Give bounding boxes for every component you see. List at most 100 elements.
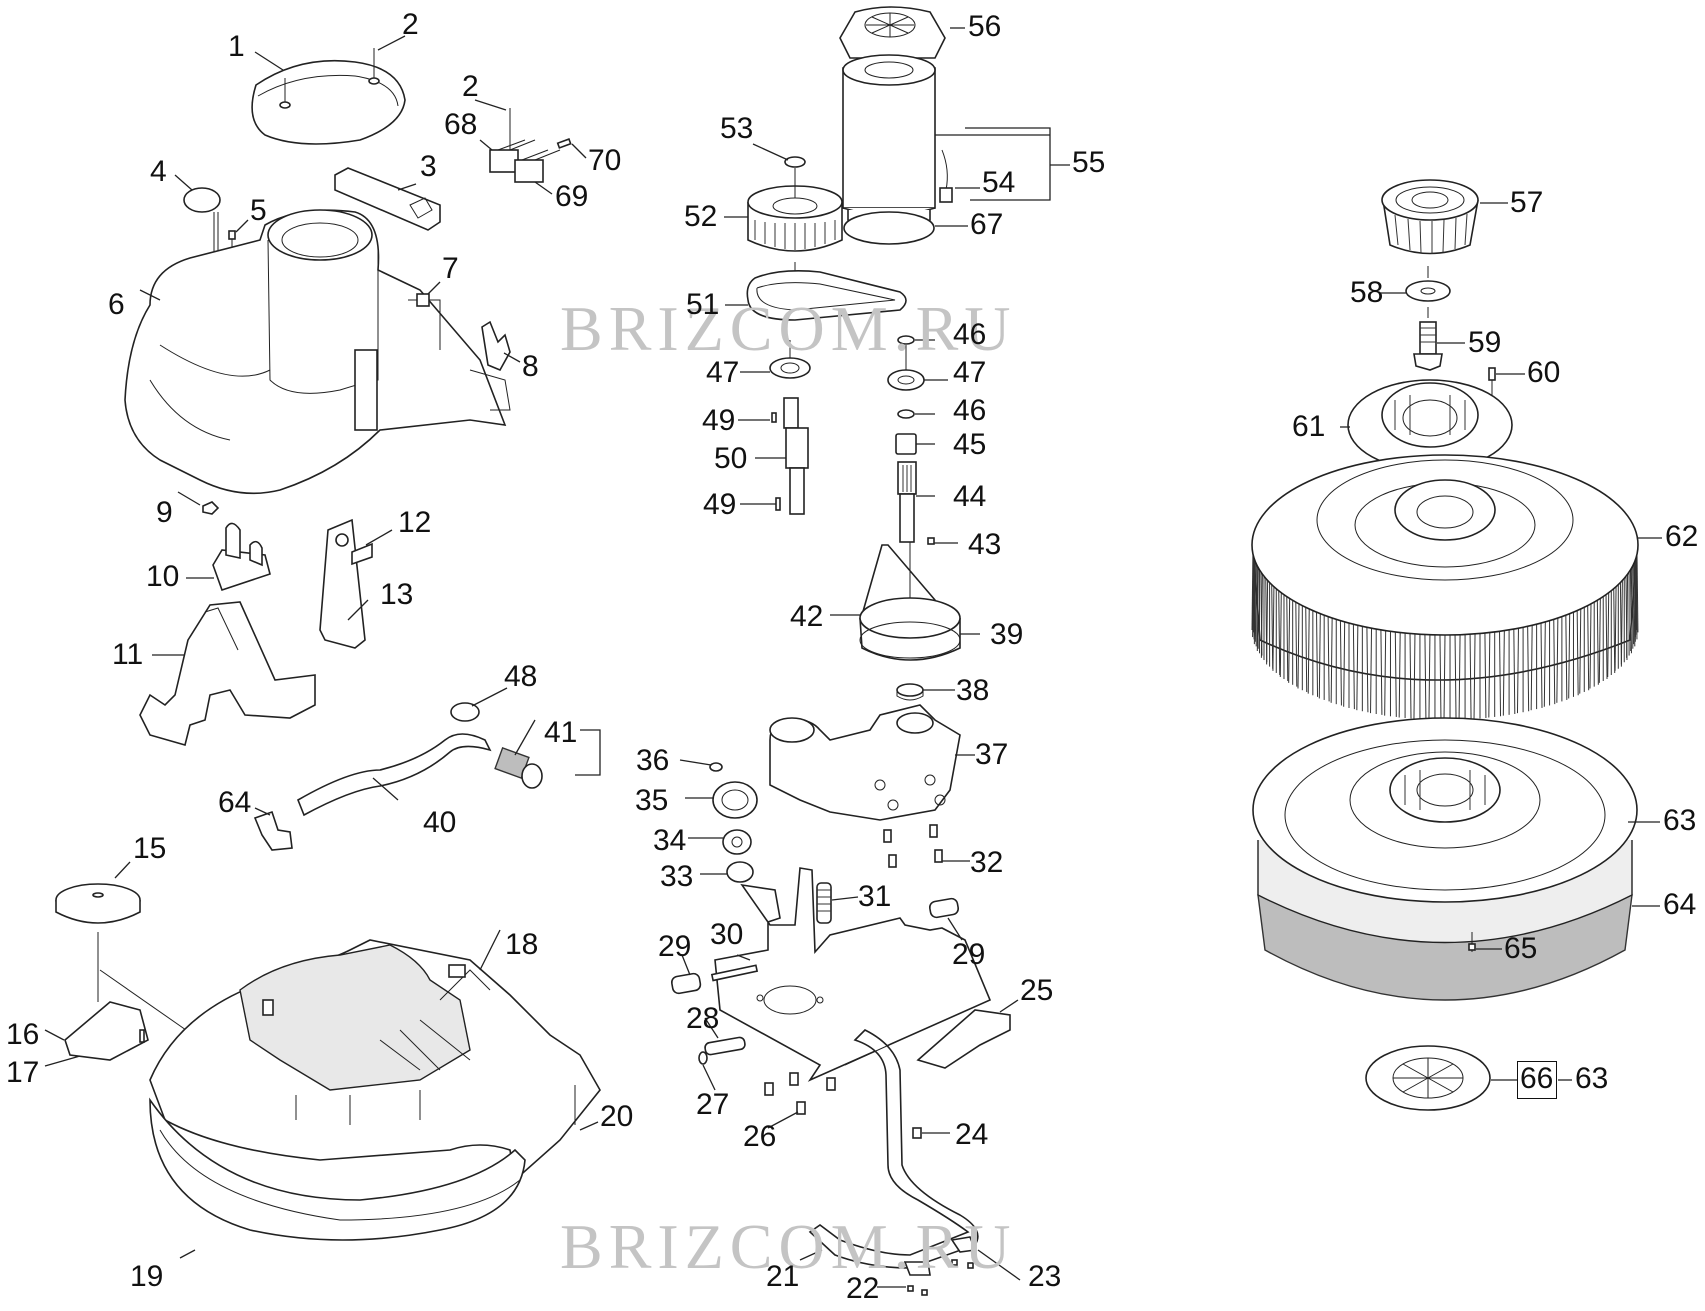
brush-bristle (1286, 595, 1289, 681)
brush-bristle (1439, 634, 1442, 720)
part-toothed-pulley (747, 185, 843, 252)
part-bearing-47b (887, 369, 925, 391)
callout-10: 10 (146, 560, 180, 593)
brush-bristle (1516, 628, 1519, 714)
part-screw-65 (1468, 932, 1476, 952)
part-gear-housing (769, 704, 961, 821)
part-bushing-29b (928, 897, 960, 919)
callout-16: 16 (6, 1018, 40, 1051)
callout-52: 52 (684, 200, 718, 233)
brush-bristle (1469, 634, 1472, 720)
callout-48: 48 (504, 660, 538, 693)
brush-bristle (1596, 599, 1599, 685)
part-brush-disc (1251, 454, 1639, 721)
callout-30: 30 (710, 918, 744, 951)
part-circlip-46b (897, 409, 915, 419)
part-spring-31 (816, 882, 832, 924)
callout-66: 66 (1520, 1062, 1554, 1095)
callout-25: 25 (1020, 974, 1054, 1007)
callout-1: 1 (228, 30, 245, 63)
brush-bristle (1454, 634, 1457, 720)
brush-bristle (1288, 597, 1291, 683)
callout-67: 67 (970, 208, 1004, 241)
part-weight-disc (55, 883, 187, 1031)
callout-33: 33 (660, 860, 694, 893)
brush-bristle (1527, 626, 1530, 712)
brush-bristle (1443, 634, 1446, 721)
part-base-housing (149, 939, 601, 1241)
callout-69: 69 (555, 180, 589, 213)
brush-bristle (1271, 583, 1274, 669)
callout-65: 65 (1504, 932, 1538, 965)
brush-bristle (1352, 624, 1355, 710)
part-pad-drive-board (1252, 717, 1638, 1001)
brush-bristle (1568, 613, 1571, 699)
part-motor (842, 54, 936, 227)
brush-bristle (1409, 633, 1412, 719)
brush-bristle (1598, 597, 1601, 683)
brush-bristle (1316, 611, 1319, 697)
brush-bristle (1607, 592, 1610, 678)
part-circlip-33 (726, 861, 754, 883)
part-toothed-belt (746, 270, 907, 321)
part-tube-frame (808, 1029, 979, 1269)
brush-bristle (1428, 634, 1431, 720)
callout-2: 2 (402, 8, 419, 41)
callout-37: 37 (975, 738, 1009, 771)
part-circlip-46a (897, 335, 915, 345)
part-switch-plate (64, 1001, 149, 1061)
callout-6: 6 (108, 288, 125, 321)
part-center-lock (1365, 1045, 1491, 1111)
brush-bristle (1614, 585, 1617, 671)
callout-62: 62 (1665, 520, 1699, 553)
callout-56: 56 (968, 10, 1002, 43)
part-drive-coupling (1381, 179, 1479, 255)
brush-bristle (1256, 566, 1259, 652)
part-hinge-bracket (212, 522, 271, 592)
brush-bristle (1630, 566, 1633, 652)
brush-bristle (1253, 559, 1256, 645)
brush-bristle (1502, 630, 1505, 716)
part-pin-28 (704, 1036, 746, 1056)
callout-53: 53 (720, 112, 754, 145)
brush-bristle (1260, 572, 1263, 658)
callout-64: 64 (1663, 888, 1697, 921)
part-screws-32 (883, 824, 943, 868)
part-bearing-35 (712, 781, 758, 819)
callout-61: 61 (1292, 410, 1326, 443)
part-switches (489, 108, 572, 183)
brush-bristle (1330, 617, 1333, 703)
callout-29: 29 (658, 930, 692, 963)
callout-68: 68 (444, 108, 478, 141)
callout-5: 5 (250, 194, 267, 227)
callout-70: 70 (588, 144, 622, 177)
brush-bristle (1424, 634, 1427, 720)
callout-63: 63 (1663, 804, 1697, 837)
callout-38: 38 (956, 674, 990, 707)
watermark-top: BRIZCOM.RU (560, 293, 1017, 364)
callout-40: 40 (423, 806, 457, 839)
part-housing (124, 209, 511, 495)
brush-bristle (1458, 634, 1461, 720)
brush-bristle (1633, 559, 1636, 645)
brush-bristle (1565, 614, 1568, 700)
callout-51: 51 (686, 288, 720, 321)
brush-bristle (1499, 631, 1502, 717)
brush-bristle (1394, 631, 1397, 717)
part-flange (1347, 379, 1513, 471)
callout-11: 11 (112, 638, 144, 671)
part-shaft-50 (783, 397, 809, 515)
brush-bristle (1488, 632, 1491, 718)
callout-28: 28 (686, 1002, 720, 1035)
brush-bristle (1553, 619, 1556, 705)
brush-bristle (1339, 620, 1342, 706)
brush-bristle (1356, 625, 1359, 711)
part-chassis-plate (714, 867, 992, 1082)
brush-bristle (1513, 629, 1516, 715)
part-retaining-ring-27 (698, 1051, 708, 1065)
brush-bristle (1556, 617, 1559, 703)
callout-19: 19 (130, 1260, 164, 1293)
brush-bristle (1384, 630, 1387, 716)
part-bracket-22 (903, 1261, 931, 1296)
brush-bristle (1252, 552, 1255, 638)
